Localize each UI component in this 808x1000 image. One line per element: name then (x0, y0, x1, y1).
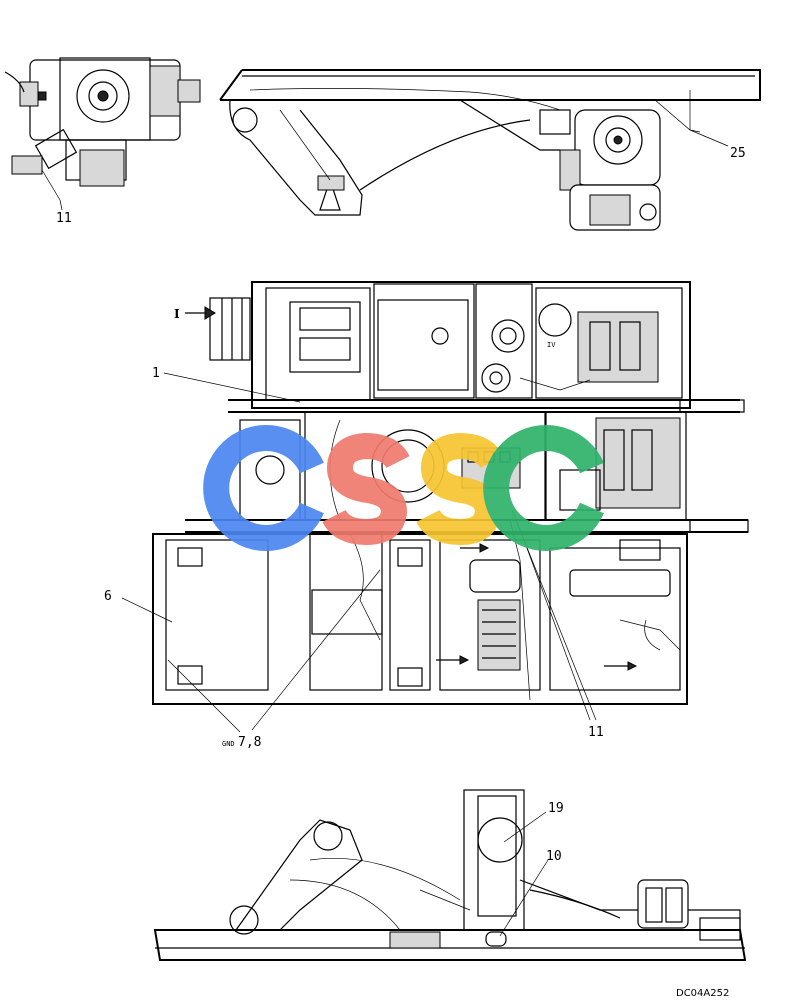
callout-6: 6 (104, 589, 112, 604)
callout-7-8: 7,8 (238, 735, 261, 750)
frame-side-view-bottom (153, 789, 747, 961)
watermark-letter-s2 (416, 432, 504, 546)
leader-6 (121, 597, 173, 623)
callout-1: 1 (152, 366, 160, 381)
callout-11-top: 11 (56, 211, 72, 226)
callout-25: 25 (730, 146, 746, 161)
leader-11-mid-b (523, 539, 591, 721)
drawing-code: DC04A252 (676, 988, 729, 999)
transmission-pump-top-right (559, 109, 661, 231)
leader-19 (503, 811, 547, 843)
callout-19: 19 (548, 801, 564, 816)
watermark-logo (203, 425, 604, 551)
leader-25 (689, 129, 729, 147)
leader-7-8b (251, 569, 381, 731)
watermark-letter-c1 (203, 425, 324, 551)
watermark-letter-s1 (322, 432, 410, 546)
callout-11-mid: 11 (588, 725, 604, 740)
leader-1 (163, 372, 301, 403)
frame-side-view-top (219, 69, 761, 216)
watermark-letter-c2 (483, 425, 604, 551)
view-label-iv: IV (547, 341, 556, 349)
view-label-i: I (174, 307, 180, 321)
gnd-label: GND (222, 740, 235, 748)
leader-10 (499, 859, 549, 937)
pump-assembly-detail (4, 57, 201, 211)
leader-7-8a (167, 659, 241, 733)
callout-10: 10 (546, 849, 562, 864)
